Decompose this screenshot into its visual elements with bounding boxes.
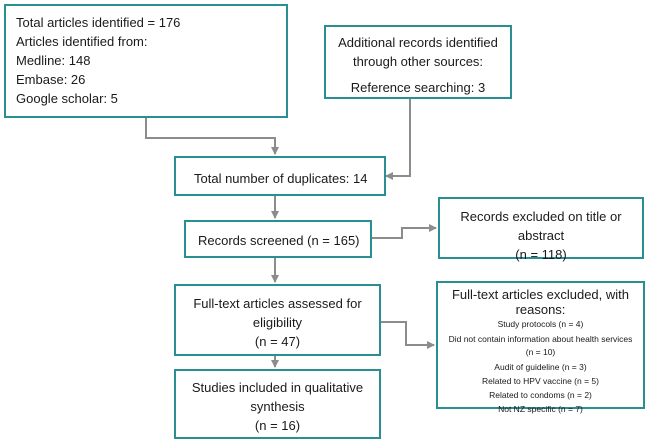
additional-reference-searching: Reference searching: 3 <box>350 80 486 95</box>
excluded-title-count: (n = 118) <box>515 247 567 262</box>
fulltext-excluded-title-2: reasons: <box>515 302 566 317</box>
reason-not-nz-specific: Not NZ specific (n = 7) <box>498 404 583 414</box>
reason-audit-of-guideline: Audit of guideline (n = 3) <box>494 362 587 372</box>
fulltext-count: (n = 47) <box>254 334 301 349</box>
studies-included-box: Studies included in qualitative synthesi… <box>174 369 381 439</box>
reason-no-health-services-count: (n = 10) <box>525 347 556 357</box>
excluded-title-abstract-box: Records excluded on title or abstract (n… <box>438 197 644 262</box>
additional-line-1: Additional records identified <box>338 35 498 50</box>
additional-line-2: through other sources: <box>352 54 484 69</box>
fulltext-assessed-box: Full-text articles assessed for eligibil… <box>174 284 381 356</box>
fulltext-excluded-box: Full-text articles excluded, with reason… <box>436 281 645 414</box>
duplicates-box: Total number of duplicates: 14 <box>174 156 386 196</box>
excluded-title-line-2: abstract <box>517 228 565 243</box>
reason-no-health-services-info: Did not contain information about health… <box>448 334 633 344</box>
reason-condoms: Related to condoms (n = 2) <box>489 390 592 400</box>
identified-sources-label: Articles identified from: <box>16 34 148 49</box>
reason-study-protocols: Study protocols (n = 4) <box>497 319 584 329</box>
included-line-1: Studies included in qualitative <box>191 380 364 395</box>
fulltext-line-1: Full-text articles assessed for <box>193 296 362 311</box>
identified-box: Total articles identified = 176 Articles… <box>4 4 288 118</box>
arrow-identified-to-duplicates <box>145 118 279 155</box>
included-line-2: synthesis <box>250 399 305 414</box>
excluded-title-line-1: Records excluded on title or <box>460 209 622 224</box>
arrow-additional-to-duplicates <box>385 99 411 180</box>
additional-records-box: Additional records identified through ot… <box>324 25 512 99</box>
records-screened-text: Records screened (n = 165) <box>198 233 360 248</box>
identified-google-scholar: Google scholar: 5 <box>16 91 118 106</box>
duplicates-text: Total number of duplicates: 14 <box>194 171 368 186</box>
records-screened-box: Records screened (n = 165) <box>184 220 372 258</box>
included-count: (n = 16) <box>254 418 301 433</box>
arrow-screened-to-excluded-title <box>372 224 437 239</box>
reason-hpv-vaccine: Related to HPV vaccine (n = 5) <box>482 376 599 386</box>
arrow-fulltext-to-excluded-fulltext <box>381 321 435 349</box>
identified-medline: Medline: 148 <box>16 53 91 68</box>
identified-embase: Embase: 26 <box>16 72 86 87</box>
identified-total: Total articles identified = 176 <box>16 15 181 30</box>
fulltext-excluded-title-1: Full-text articles excluded, with <box>451 287 629 302</box>
fulltext-line-2: eligibility <box>252 315 303 330</box>
